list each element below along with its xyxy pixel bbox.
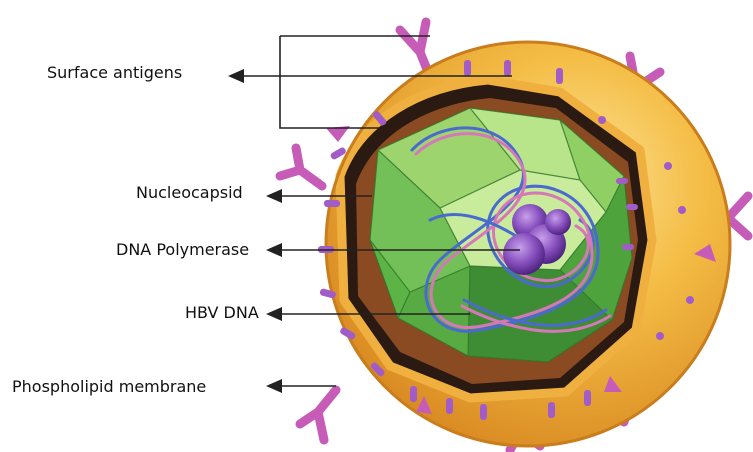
arrowhead bbox=[266, 243, 282, 257]
arrowhead bbox=[266, 307, 282, 321]
arrowhead bbox=[266, 189, 282, 203]
label-surface-antigens: Surface antigens bbox=[47, 63, 182, 83]
label-nucleocapsid: Nucleocapsid bbox=[136, 183, 243, 203]
arrowhead bbox=[228, 69, 244, 83]
arrowheads bbox=[228, 69, 282, 393]
label-dna-polymerase: DNA Polymerase bbox=[116, 240, 249, 260]
label-phospholipid-membrane: Phospholipid membrane bbox=[12, 377, 206, 397]
arrowhead bbox=[266, 379, 282, 393]
label-hbv-dna: HBV DNA bbox=[185, 303, 259, 323]
